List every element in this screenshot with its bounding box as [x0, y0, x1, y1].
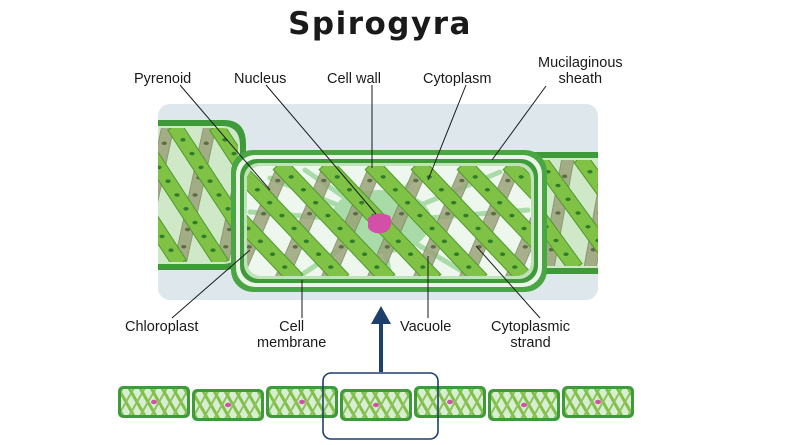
label-pyrenoid: Pyrenoid [134, 71, 192, 87]
label-nucleus: Nucleus [234, 71, 287, 87]
label-mucilaginous-line2: sheath [558, 71, 603, 87]
nucleus-shape [368, 213, 392, 234]
highlight-box [322, 372, 439, 440]
filament-cell [266, 386, 338, 418]
zoom-arrow [371, 306, 391, 372]
filament-cell [118, 386, 190, 418]
diagram-title: Spirogyra [288, 6, 472, 42]
label-cell-membrane: Cell membrane [257, 319, 326, 351]
label-cytoplasmic-strand: Cytoplasmic strand [491, 319, 570, 351]
label-cell-membrane-line1: Cell [279, 319, 305, 335]
filament-overview [118, 386, 634, 421]
filament-cell [562, 386, 634, 418]
label-mucilaginous-line1: Mucilaginous [538, 55, 623, 71]
label-chloroplast: Chloroplast [125, 319, 199, 335]
label-cell-wall: Cell wall [327, 71, 381, 87]
left-neighbor-cell [158, 120, 246, 270]
main-cell [231, 150, 547, 292]
label-cell-membrane-line2: membrane [257, 335, 327, 351]
filament-cell [414, 386, 486, 418]
label-cytoplasmic-strand-line1: Cytoplasmic [491, 319, 570, 335]
label-cytoplasmic-strand-line2: strand [510, 335, 551, 351]
filament-cell [488, 389, 560, 421]
label-mucilaginous-sheath: Mucilaginous sheath [538, 55, 623, 87]
label-vacuole: Vacuole [400, 319, 452, 335]
filament-cell [340, 389, 412, 421]
filament-cell [192, 389, 264, 421]
label-cytoplasm: Cytoplasm [423, 71, 492, 87]
